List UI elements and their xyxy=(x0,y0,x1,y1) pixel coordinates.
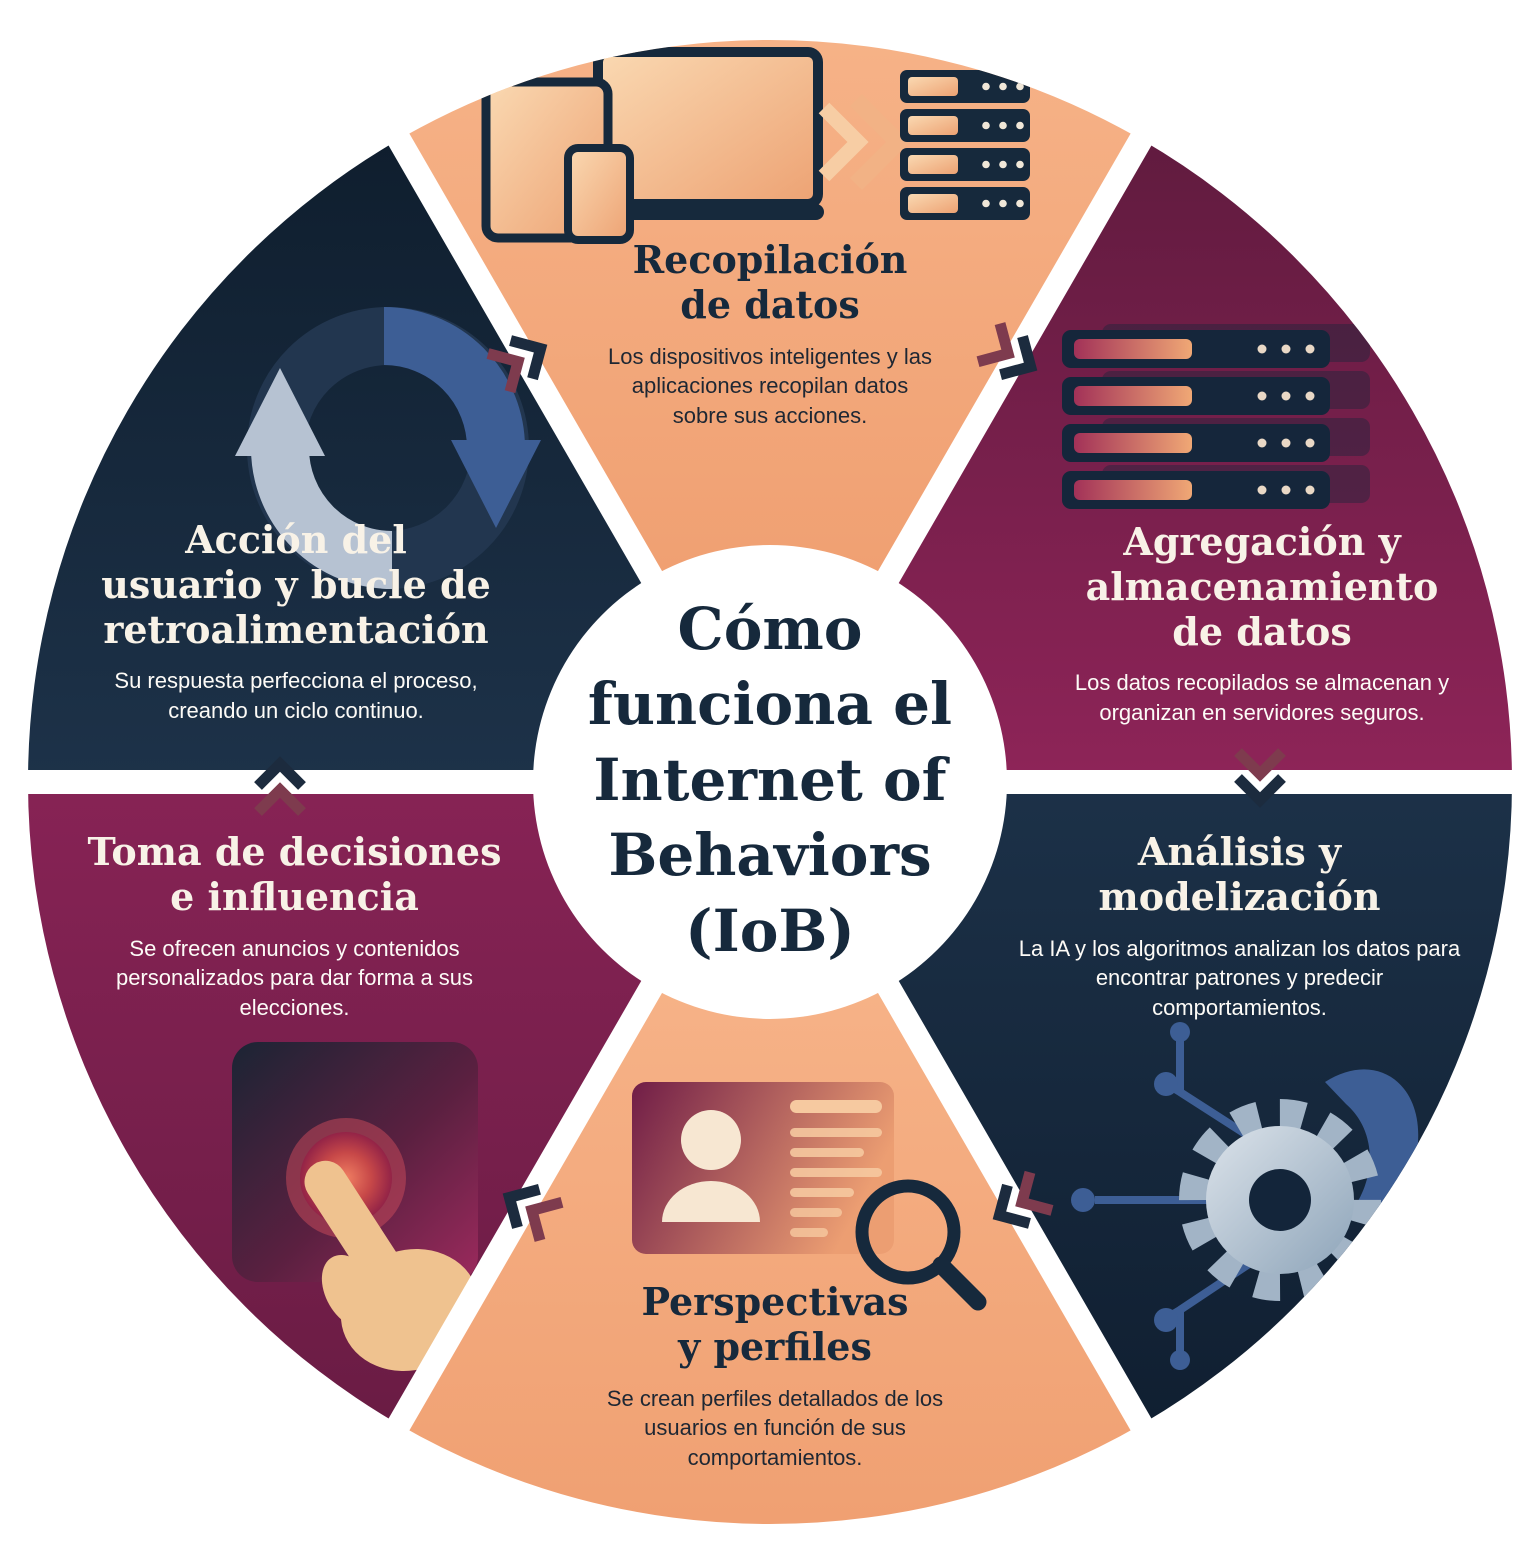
devices-to-servers-icon xyxy=(481,47,1030,244)
server-racks-icon xyxy=(1062,324,1370,509)
segment-recopilacion-body: Los dispositivos inteligentes y las apli… xyxy=(607,343,933,428)
segment-recopilacion-title: Recopilación de datos xyxy=(632,237,908,327)
center-title: Cómo funciona el Internet of Behaviors (… xyxy=(587,595,953,965)
segment-toma-decisiones-body: Se ofrecen anuncios y contenidos persona… xyxy=(115,935,474,1020)
segment-agregacion-body: Los datos recopilados se almacenan y org… xyxy=(1074,670,1450,725)
segment-toma-decisiones: Toma de decisiones e influencia Se ofrec… xyxy=(72,829,517,1022)
ai-gear-network-icon xyxy=(1071,1022,1419,1370)
segment-agregacion-title: Agregación y almacenamiento de datos xyxy=(1085,519,1439,654)
magnifier-icon xyxy=(855,1179,961,1285)
button-press-icon xyxy=(232,1042,480,1372)
profile-search-icon xyxy=(632,1082,987,1311)
segment-analisis: Análisis y modelización La IA y los algo… xyxy=(1012,829,1467,1022)
segment-accion-usuario-body: Su respuesta perfecciona el proceso, cre… xyxy=(114,668,478,723)
segment-perspectivas: Perspectivas y perfiles Se crean perfile… xyxy=(578,1279,972,1472)
feedback-loop-icon xyxy=(235,307,541,589)
segment-toma-decisiones-title: Toma de decisiones e influencia xyxy=(87,829,502,919)
segment-agregacion: Agregación y almacenamiento de datos Los… xyxy=(1032,519,1492,727)
segment-perspectivas-title: Perspectivas y perfiles xyxy=(641,1279,909,1369)
segment-accion-usuario: Acción del usuario y bucle de retroalime… xyxy=(62,517,530,725)
segment-accion-usuario-title: Acción del usuario y bucle de retroalime… xyxy=(101,517,491,652)
segment-perspectivas-body: Se crean perfiles detallados de los usua… xyxy=(606,1385,944,1470)
segment-dividers xyxy=(10,117,1530,1447)
segment-recopilacion: Recopilación de datos Los dispositivos i… xyxy=(595,237,945,430)
segment-analisis-body: La IA y los algoritmos analizan los dato… xyxy=(1018,935,1461,1020)
segment-analisis-title: Análisis y modelización xyxy=(1098,829,1381,919)
server-stack-small-icon xyxy=(900,70,1030,220)
